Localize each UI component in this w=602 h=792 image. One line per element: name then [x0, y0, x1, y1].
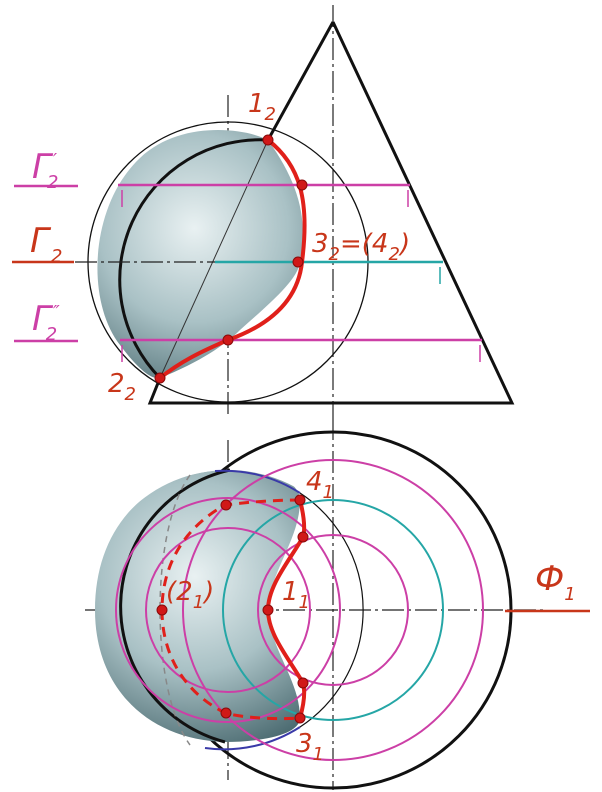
point-3-1 [294, 712, 306, 724]
point-top-b [220, 499, 232, 511]
point-1-1 [262, 604, 274, 616]
point-gamma-prime [296, 179, 308, 191]
point-2-1 [156, 604, 168, 616]
point-4-1 [294, 494, 306, 506]
point-1-2 [262, 134, 274, 146]
label-1-1: 11 [282, 577, 310, 613]
cone-outline [147, 21, 515, 405]
intersection-curve-top-hidden [160, 498, 301, 721]
point-gamma-dprime [222, 334, 234, 346]
cone-section-gamma-prime [257, 534, 409, 686]
sphere-visible-arc-front [118, 138, 269, 380]
sphere-hidden-arc-top [214, 469, 301, 494]
cone-section-gamma-dprime [182, 459, 484, 761]
point-top-d [220, 707, 232, 719]
sphere-section-gamma-dprime [145, 527, 311, 693]
label-4-1: 41 [306, 467, 334, 503]
label-gamma-prime: Г′2 [32, 147, 59, 193]
sphere-visible-arc-top [119, 468, 231, 744]
point-3-2 [292, 256, 304, 268]
cone-section-gamma [222, 499, 444, 721]
point-2-2 [154, 372, 166, 384]
intersection-curve-front [158, 138, 307, 380]
label-3-1: 31 [296, 729, 324, 765]
cone-left-edge-hidden [159, 139, 269, 379]
sphere-thin-arc-right [299, 492, 364, 728]
sphere-hidden-arc-bottom [204, 726, 301, 751]
label-3-2-4-2: 32=(42) [312, 229, 410, 265]
label-1-2: 12 [248, 89, 276, 125]
point-top-c [297, 677, 309, 689]
label-2-1: (21) [166, 577, 214, 613]
sphere-section-gamma-prime [115, 497, 341, 723]
cone-left-edge [266, 21, 335, 141]
point-top-a [297, 531, 309, 543]
label-2-2: 22 [108, 369, 136, 405]
label-gamma-dprime: Г″2 [32, 299, 60, 345]
label-phi: Ф1 [535, 559, 576, 605]
